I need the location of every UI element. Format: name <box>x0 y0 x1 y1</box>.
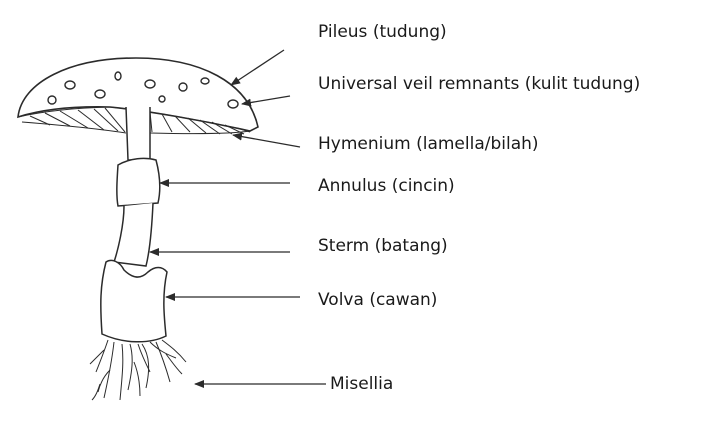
label-hymenium: Hymenium (lamella/bilah) <box>318 134 539 154</box>
mushroom-volva <box>101 260 167 341</box>
label-volva: Volva (cawan) <box>318 290 437 310</box>
mushroom-stem-lower <box>114 203 153 266</box>
label-pileus: Pileus (tudung) <box>318 22 447 42</box>
arrow-pileus <box>231 50 284 85</box>
label-misellia: Misellia <box>330 374 393 394</box>
label-stem: Sterm (batang) <box>318 236 448 256</box>
arrow-veil <box>242 96 290 104</box>
label-veil-remnants: Universal veil remnants (kulit tudung) <box>318 74 640 94</box>
mushroom-annulus <box>117 158 160 206</box>
label-annulus: Annulus (cincin) <box>318 176 455 196</box>
mushroom-mycelium <box>90 340 186 400</box>
mushroom-stem-upper <box>126 107 150 160</box>
arrow-hymenium <box>233 135 300 147</box>
